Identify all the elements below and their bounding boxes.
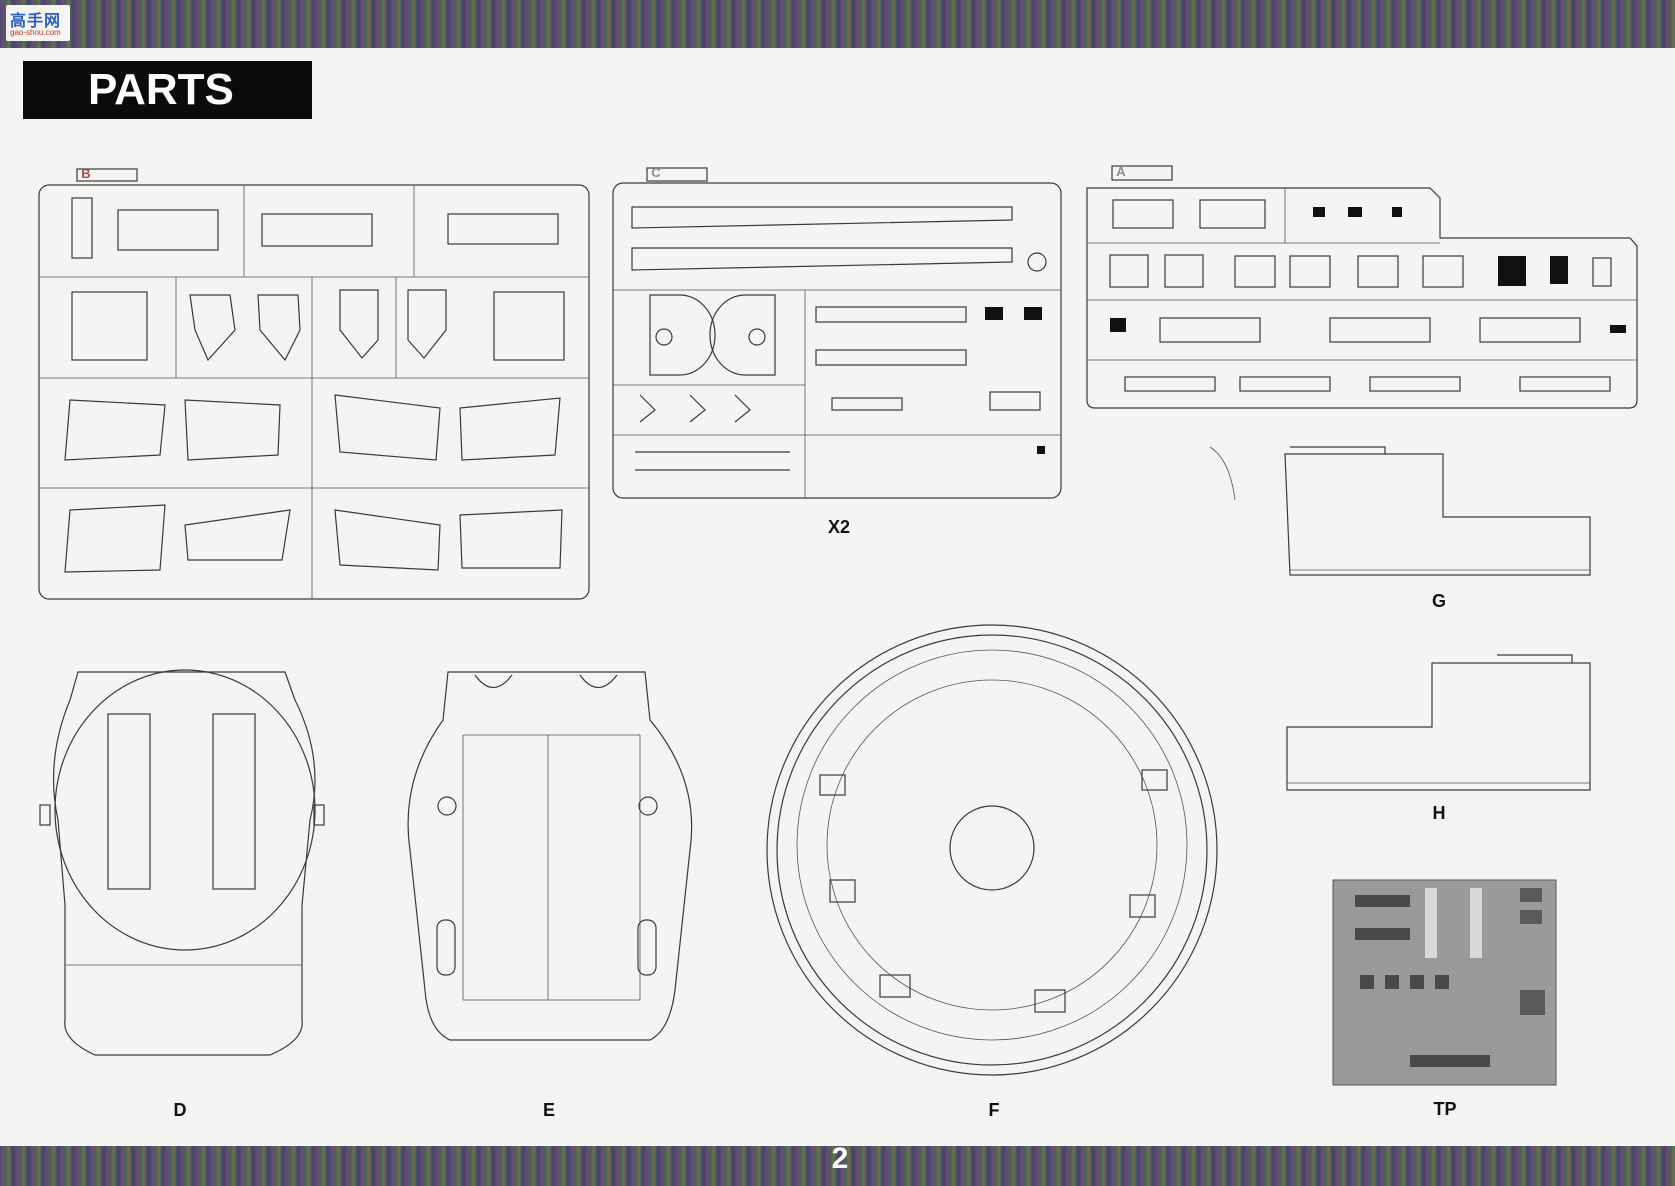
part-label-e: E — [542, 1100, 555, 1120]
page-title-box: PARTS — [23, 61, 312, 119]
sprue-a-frame — [1086, 165, 1638, 409]
top-stripe-band — [0, 0, 1675, 48]
bottom-stripe-band — [0, 1146, 1675, 1186]
part-label-tp: TP — [1433, 1099, 1457, 1119]
part-label-h: H — [1432, 803, 1446, 823]
part-h-drawing — [1286, 654, 1591, 791]
sprue-b-frame — [38, 168, 590, 600]
sprue-tag-a: A — [1116, 164, 1126, 179]
part-label-d: D — [173, 1100, 187, 1120]
page-title: PARTS — [88, 65, 234, 114]
part-label-f: F — [988, 1100, 1000, 1120]
part-label-g: G — [1431, 591, 1446, 611]
watermark-sub-text: gao-shou.com — [10, 28, 61, 37]
watermark-main-text: 高手网 — [10, 13, 62, 30]
sprue-tag-c: C — [651, 165, 661, 180]
part-d-drawing — [39, 669, 325, 1056]
part-e-drawing — [407, 671, 693, 1041]
page-number: 2 — [831, 1142, 849, 1175]
watermark-logo: 高手网 gao-shou.com — [6, 5, 70, 41]
part-g-drawing — [1209, 446, 1591, 576]
sprue-c-quantity: X2 — [827, 517, 851, 537]
part-f-drawing — [766, 624, 1218, 1076]
part-tp-photo-etch — [1332, 879, 1557, 1086]
sprue-tag-b: B — [81, 166, 91, 181]
sprue-c-frame — [612, 167, 1062, 499]
